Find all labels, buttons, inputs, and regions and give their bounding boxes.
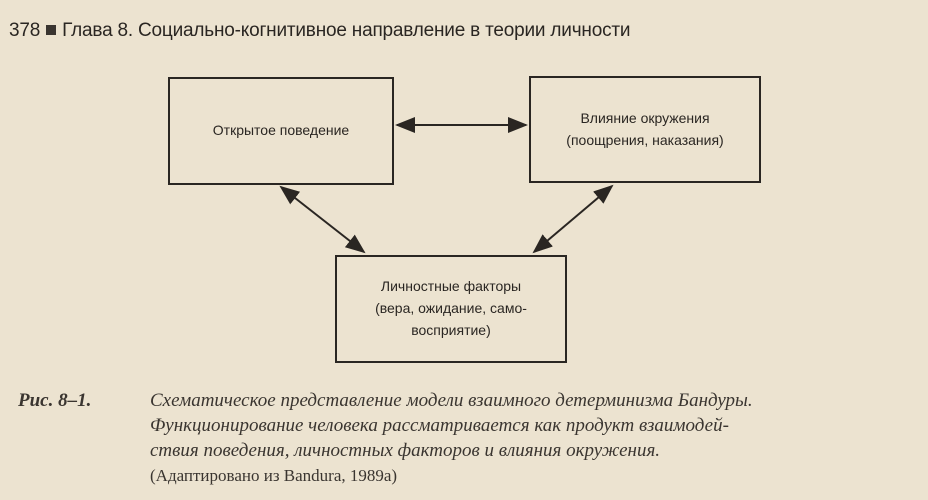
caption-label-line: Рис. 8–1. bbox=[18, 390, 91, 412]
personal-sublabel-1: (вера, ожидание, само- bbox=[375, 300, 527, 317]
caption-line-3: ствия поведения, личностных факторов и в… bbox=[150, 440, 661, 461]
personal-sublabel-2: восприятие) bbox=[411, 321, 491, 338]
running-header: 378 Глава 8. Социально-когнитивное направ… bbox=[9, 20, 630, 42]
environment-label: Влияние окружения bbox=[580, 109, 710, 126]
caption-citation: (Адаптировано из Bandura, 1989a) bbox=[150, 466, 398, 485]
personal-factors-box: Личностные факторы (вера, ожидание, само… bbox=[335, 255, 567, 363]
environment-personal-arrow bbox=[532, 184, 614, 254]
environment-box: Влияние окружения (поощрения, наказания) bbox=[529, 76, 761, 183]
caption-line-1: Схематическое представление модели взаим… bbox=[150, 390, 753, 411]
behavior-box: Открытое поведение bbox=[168, 77, 394, 185]
figure-label: Рис. 8–1. bbox=[18, 390, 92, 411]
environment-sublabel: (поощрения, наказания) bbox=[566, 131, 724, 148]
behavior-personal-arrow bbox=[279, 185, 366, 254]
chapter-title: Глава 8. Социально-когнитивное направлен… bbox=[62, 20, 631, 41]
behavior-label: Открытое поведение bbox=[212, 122, 350, 139]
caption-line-2: Функционирование человека рассматриваетс… bbox=[150, 415, 729, 436]
page-number: 378 bbox=[9, 20, 41, 41]
personal-label: Личностные факторы bbox=[380, 278, 522, 295]
square-bullet-icon bbox=[46, 24, 57, 35]
